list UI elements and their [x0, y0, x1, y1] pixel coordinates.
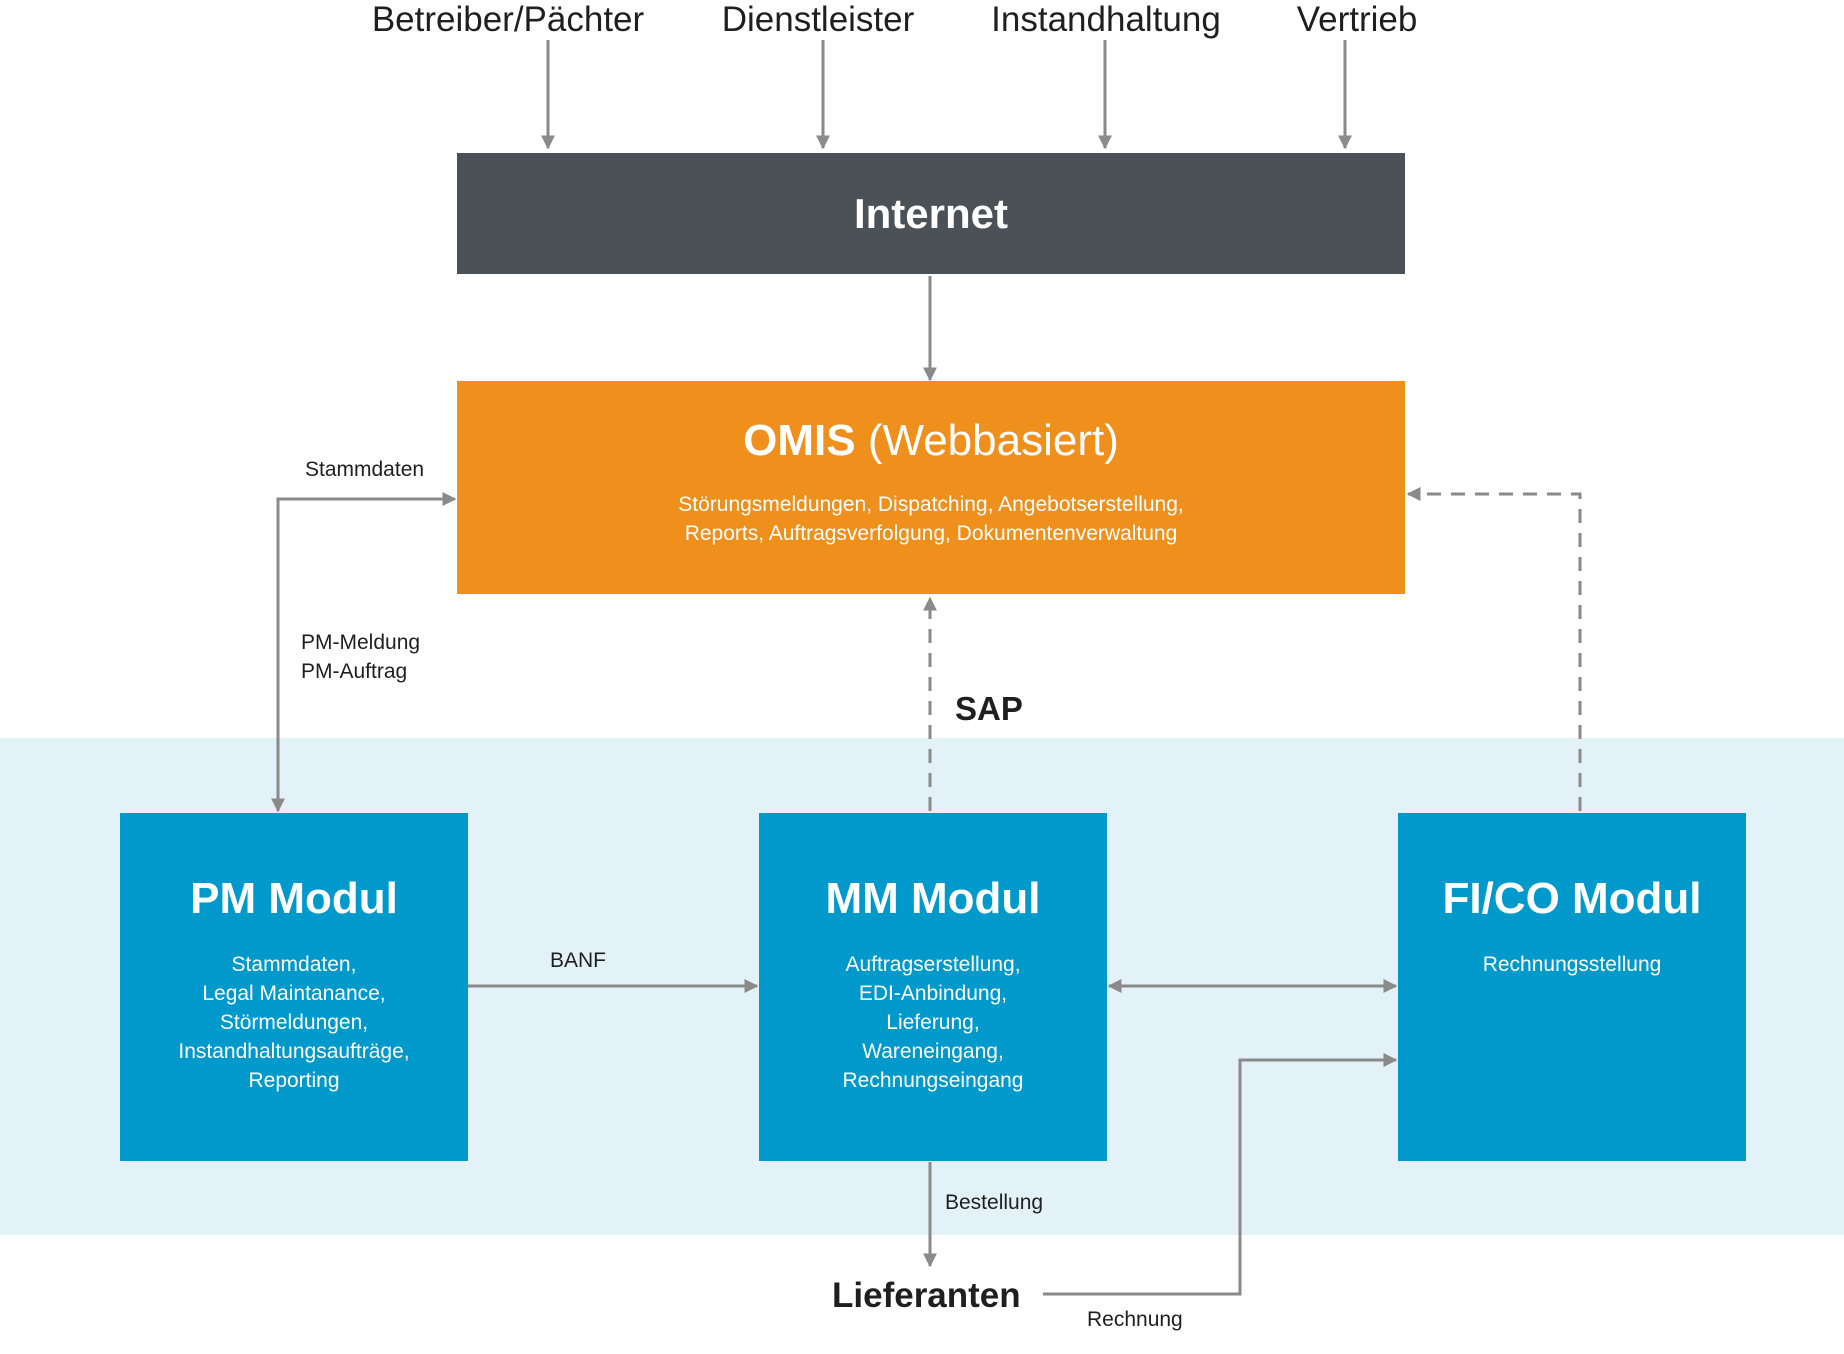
omis-box: OMIS (Webbasiert) Störungsmeldungen, Dis…: [457, 381, 1405, 594]
pm-module-box: PM Modul Stammdaten, Legal Maintanance, …: [120, 813, 468, 1161]
pm-module-title: PM Modul: [190, 874, 398, 923]
arrow-lieferanten-fico-rechnung: [1043, 1053, 1398, 1296]
omis-title: OMIS (Webbasiert): [743, 415, 1119, 468]
fico-module-box: FI/CO Modul Rechnungsstellung: [1398, 813, 1746, 1161]
mm-module-box: MM Modul Auftragserstellung, EDI-Anbindu…: [759, 813, 1107, 1161]
sap-label: SAP: [955, 690, 1023, 727]
internet-title: Internet: [853, 189, 1008, 237]
label-banf: BANF: [550, 949, 607, 972]
actor-instandhaltung: Instandhaltung: [991, 0, 1221, 39]
internet-box: Internet: [457, 153, 1405, 274]
arrow-fico-omis-dashed: [1406, 487, 1582, 811]
lieferanten-label: Lieferanten: [832, 1276, 1021, 1315]
label-stammdaten: Stammdaten: [305, 458, 425, 481]
omis-description: Störungsmeldungen, Dispatching, Angebots…: [678, 492, 1184, 545]
label-rechnung: Rechnung: [1087, 1308, 1183, 1331]
omis-title-rest: (Webbasiert): [867, 416, 1119, 465]
actor-dienstleister: Dienstleister: [721, 0, 915, 39]
label-pm-meldung: PM-Meldung PM-Auftrag: [301, 631, 421, 683]
label-bestellung: Bestellung: [945, 1191, 1044, 1214]
fico-module-title: FI/CO Modul: [1442, 874, 1702, 923]
omis-title-bold: OMIS: [743, 416, 856, 465]
arrow-pm-omis-bidirectional: [271, 492, 457, 813]
mm-module-title: MM Modul: [825, 874, 1041, 923]
fico-module-description: Rechnungsstellung: [1482, 952, 1662, 976]
actor-betreiber: Betreiber/Pächter: [371, 0, 645, 39]
actor-vertrieb: Vertrieb: [1296, 0, 1418, 39]
pm-module-description: Stammdaten, Legal Maintanance, Störmeldu…: [178, 952, 410, 1092]
mm-module-description: Auftragserstellung, EDI-Anbindung, Liefe…: [842, 952, 1024, 1092]
